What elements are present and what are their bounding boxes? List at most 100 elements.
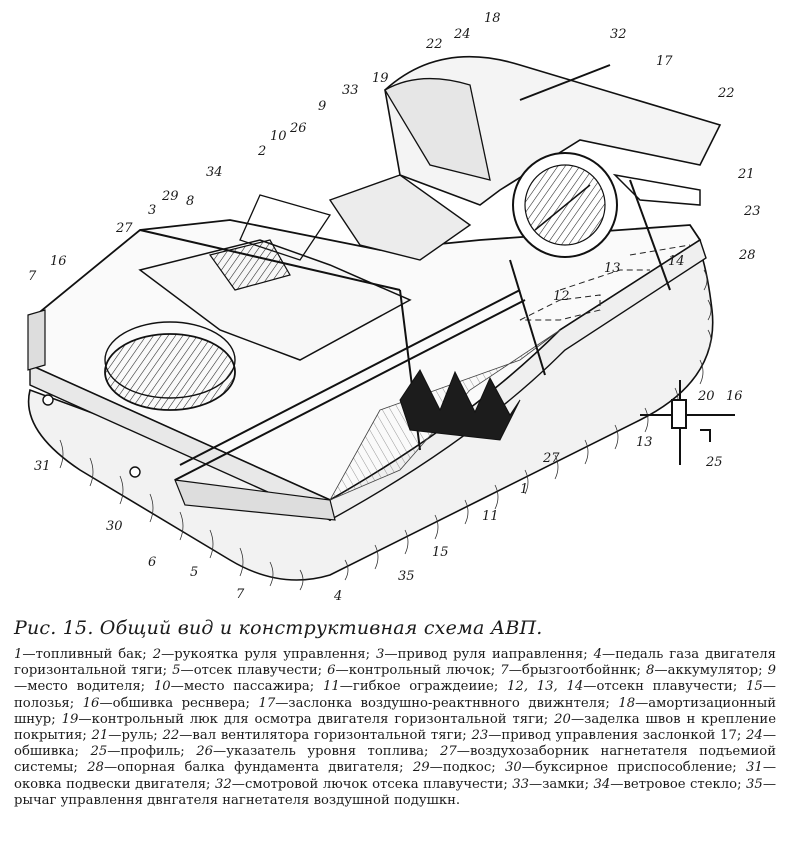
legend-number: 21 <box>91 728 109 744</box>
legend-number: 26 <box>196 744 214 760</box>
buoyancy-compartments <box>519 244 691 321</box>
legend-entry: —рукоятка руля управлення; <box>161 647 377 662</box>
legend-entry: —педаль газа двигателя горизонтальной тя… <box>14 647 776 679</box>
legend-number: 17 <box>258 695 276 711</box>
callout-35: 35 <box>398 569 415 584</box>
legend-number: 33 <box>512 776 530 792</box>
legend-entry: —смотровой лючок отсека плавучести; <box>231 776 513 792</box>
callout-14: 14 <box>668 254 685 269</box>
legend-text: 1—топливный бак; 2—рукоятка руля управле… <box>14 647 776 809</box>
callout-24: 24 <box>453 27 471 42</box>
callout-7: 7 <box>236 587 245 602</box>
callout-21: 21 <box>737 167 755 182</box>
legend-entry: —аккумулятор; <box>654 663 768 679</box>
legend-entry: —место пассажира; <box>170 679 323 695</box>
legend-number: 4 <box>593 647 602 662</box>
skirt-segments <box>59 269 712 591</box>
legend-entry: —топливный бак; <box>22 647 153 662</box>
callout-27: 27 <box>115 221 133 236</box>
callout-15: 15 <box>432 545 449 560</box>
callout-26: 26 <box>289 121 307 136</box>
detail-label-13: 13 <box>636 435 653 450</box>
legend-number: 22 <box>162 728 180 744</box>
legend-entry: —место водителя; <box>14 679 154 695</box>
callout-19: 19 <box>372 71 389 86</box>
legend-number: 6 <box>327 663 336 679</box>
callout-34: 34 <box>206 165 223 180</box>
callout-3: 3 <box>148 203 156 218</box>
legend-number: 25 <box>90 744 108 760</box>
driver-seat <box>328 174 472 261</box>
detail-label-16: 16 <box>726 389 743 404</box>
legend-entry: —брызгоотбойннк; <box>508 663 647 679</box>
legend-entry: —заделка швов н крепление покрытия; <box>14 711 777 744</box>
legend-entry: —заслонка воздушно-реактнвного движнтеля… <box>275 695 619 711</box>
legend-number: 9 <box>767 663 776 679</box>
fan-duct <box>512 152 618 258</box>
callout-31: 31 <box>34 459 51 474</box>
legend-entry: —рычаг управлення двнгателя нагнетателя … <box>14 776 776 808</box>
callout-2: 2 <box>257 144 266 159</box>
frame-beams <box>139 179 671 481</box>
callout-22: 22 <box>425 37 443 52</box>
legend-number: 30 <box>504 760 522 776</box>
callout-4: 4 <box>333 589 342 604</box>
towing-fitting <box>129 466 141 478</box>
legend-entry: —обшивка реснвера; <box>99 695 259 711</box>
callout-9: 9 <box>318 99 326 114</box>
callout-22: 22 <box>717 86 735 101</box>
rudder <box>612 173 701 206</box>
legend-number: 12, 13, 14 <box>507 679 584 695</box>
legend-entry: —отсекн плавучести; <box>583 679 747 695</box>
windshield <box>239 194 332 261</box>
callout-12: 12 <box>553 289 570 304</box>
legend-number: 24 <box>746 728 763 744</box>
figure-title: Рис. 15. Общий вид и конструктивная схем… <box>14 617 543 639</box>
legend-number: 29 <box>412 760 430 776</box>
callout-33: 33 <box>342 83 359 98</box>
callout-1: 1 <box>520 482 528 497</box>
legend-number: 18 <box>618 695 636 711</box>
legend-entry: —обшивка; <box>14 728 776 760</box>
spray-deflector <box>174 479 336 521</box>
detail-label-20: 20 <box>697 389 715 404</box>
legend-number: 20 <box>554 711 571 727</box>
legend-entry: —контрольный люк для осмотра двигателя г… <box>78 711 555 727</box>
detail-label-25: 25 <box>705 455 723 470</box>
legend-number: 10 <box>153 679 171 695</box>
legend-number: 16 <box>82 695 100 711</box>
legend-number: 7 <box>500 663 509 679</box>
callout-7: 7 <box>28 269 37 284</box>
lift-fan-vanes <box>399 369 521 441</box>
engine-mount-fitting <box>42 394 54 406</box>
callout-18: 18 <box>484 11 501 26</box>
legend-number: 3 <box>376 647 385 662</box>
legend-entry: —воздухозаборник нагнетателя подъемиой с… <box>14 744 777 776</box>
spray-deflector-front <box>27 309 46 371</box>
callout-10: 10 <box>270 129 287 144</box>
legend-number: 15 <box>746 679 763 695</box>
callout-16: 16 <box>50 254 67 269</box>
cockpit-rim <box>138 239 412 361</box>
callout-11: 11 <box>482 509 499 524</box>
legend-entry: —амортизационный шнур; <box>14 695 777 727</box>
legend-entry: —привод руля иаправлення; <box>384 647 594 662</box>
legend-entry: —полозья; <box>14 679 776 711</box>
legend-number: 1 <box>14 647 23 662</box>
lift-intake <box>104 321 236 411</box>
legend-number: 11 <box>322 679 340 695</box>
legend-number: 35 <box>746 776 763 792</box>
shock-cord <box>519 64 611 101</box>
callout-13: 13 <box>604 261 621 276</box>
legend-entry: —ветровое стекло; <box>610 776 747 792</box>
legend-number: 34 <box>593 776 611 792</box>
callout-23: 23 <box>743 204 761 219</box>
legend-entry: —руль; <box>108 728 163 744</box>
seam-detail <box>640 380 735 465</box>
callout-30: 30 <box>106 519 123 534</box>
callout-5: 5 <box>190 565 198 580</box>
inspection-hatch <box>384 77 491 181</box>
